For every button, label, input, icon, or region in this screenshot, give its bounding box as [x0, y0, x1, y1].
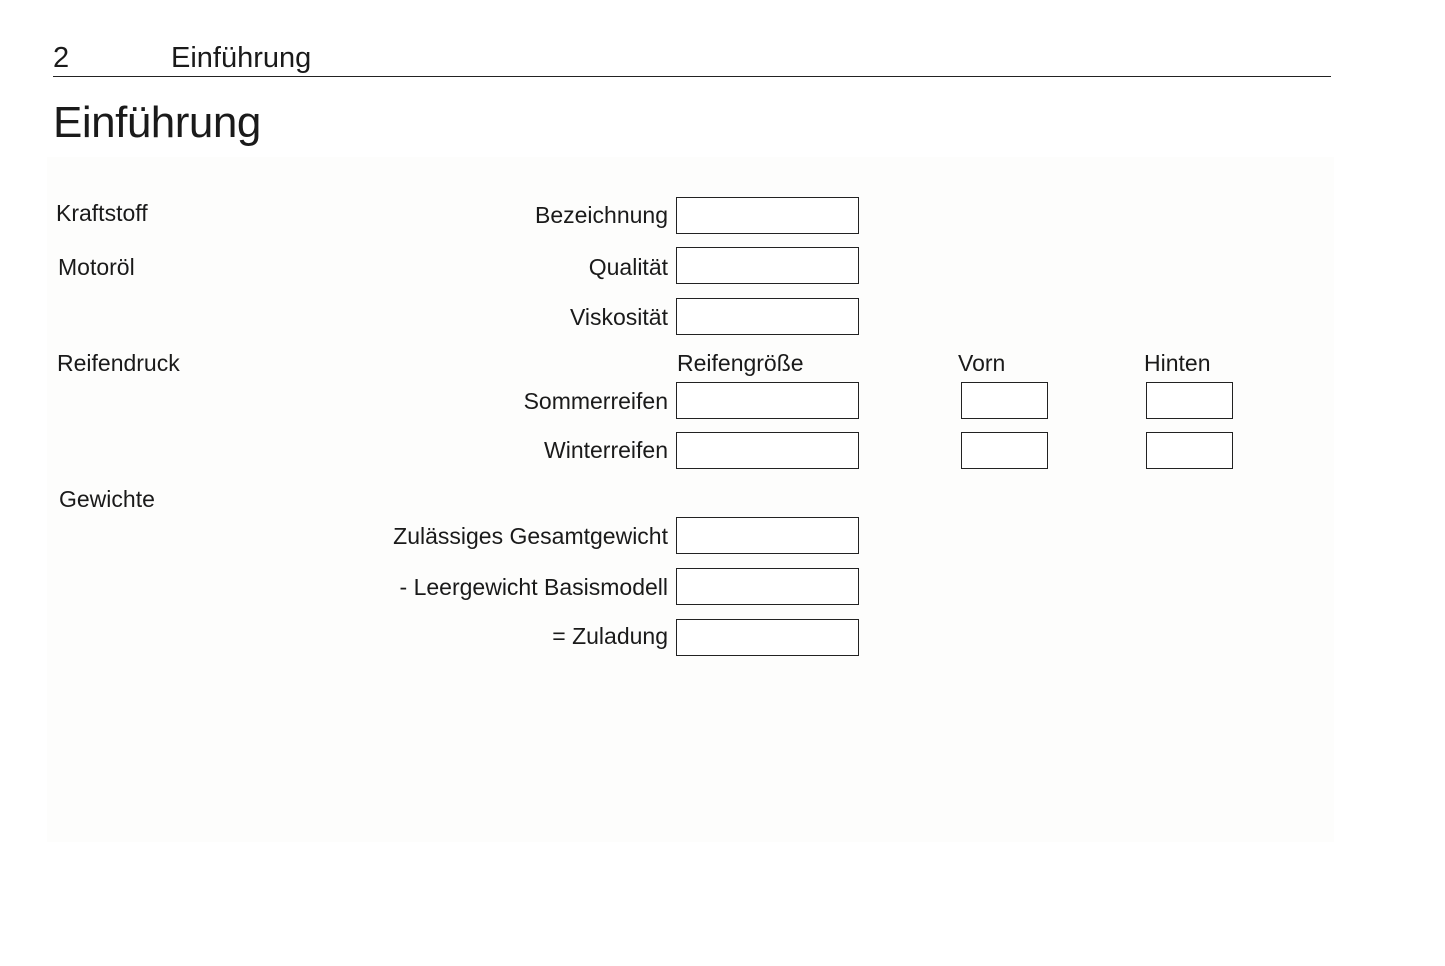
page-number: 2	[53, 42, 70, 74]
oil-quality-field[interactable]	[676, 247, 859, 284]
oil-viscosity-field[interactable]	[676, 298, 859, 335]
field-label-quality: Qualität	[588, 254, 668, 280]
field-label-viscosity: Viskosität	[569, 304, 668, 330]
field-label-winter-tires: Winterreifen	[544, 437, 668, 463]
summer-front-pressure-field[interactable]	[961, 382, 1048, 419]
running-header: Einführung	[171, 42, 312, 74]
section-label-tire-pressure: Reifendruck	[57, 350, 180, 376]
field-label-empty-weight: - Leergewicht Basismodell	[399, 574, 668, 600]
column-header-rear: Hinten	[1144, 350, 1211, 376]
winter-rear-pressure-field[interactable]	[1146, 432, 1233, 469]
column-header-front: Vorn	[958, 350, 1006, 376]
field-label-summer-tires: Sommerreifen	[523, 388, 668, 414]
summer-rear-pressure-field[interactable]	[1146, 382, 1233, 419]
winter-front-pressure-field[interactable]	[961, 432, 1048, 469]
payload-field[interactable]	[676, 619, 859, 656]
column-header-tire-size: Reifengröße	[677, 350, 804, 376]
section-label-oil: Motoröl	[58, 254, 135, 280]
field-label-payload: = Zuladung	[552, 623, 668, 649]
designation-field[interactable]	[676, 197, 859, 234]
field-label-designation: Bezeichnung	[535, 202, 668, 228]
winter-tire-size-field[interactable]	[676, 432, 859, 469]
header-divider	[53, 76, 1331, 77]
gross-weight-field[interactable]	[676, 517, 859, 554]
page-title: Einführung	[53, 98, 261, 147]
empty-weight-field[interactable]	[676, 568, 859, 605]
field-label-gross-weight: Zulässiges Gesamtgewicht	[393, 523, 668, 549]
summer-tire-size-field[interactable]	[676, 382, 859, 419]
section-label-fuel: Kraftstoff	[56, 200, 148, 226]
section-label-weights: Gewichte	[59, 486, 155, 512]
